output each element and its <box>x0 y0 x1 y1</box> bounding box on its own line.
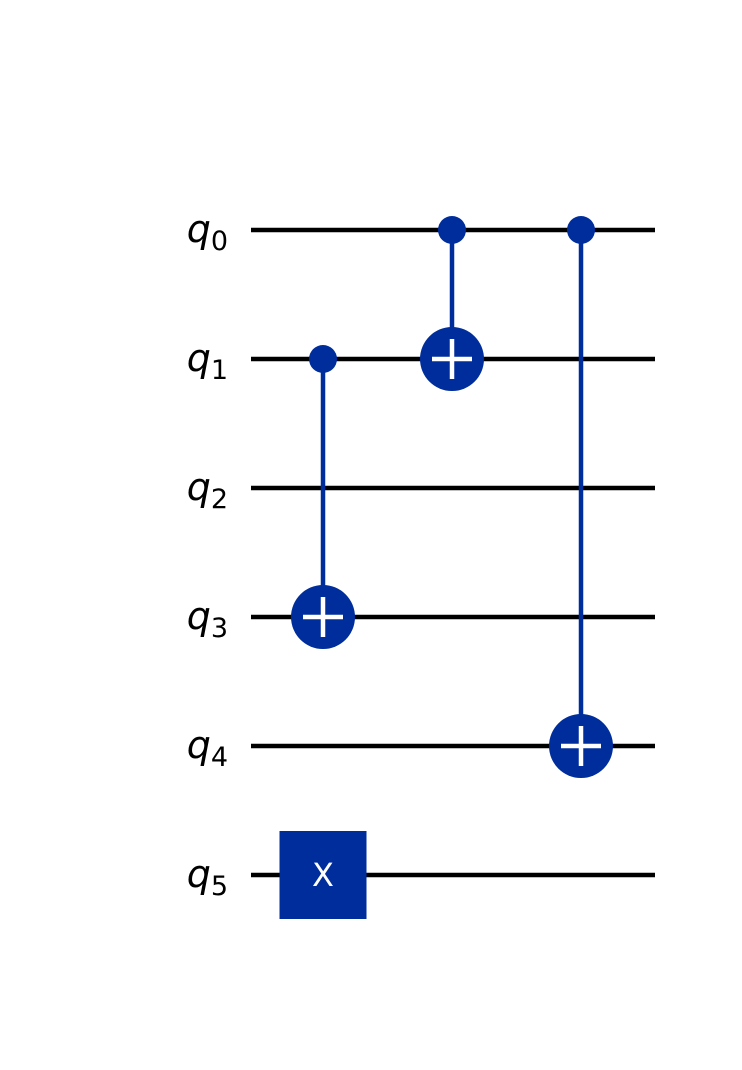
qubit-label-4: q4 <box>187 723 228 773</box>
qubit-label-5: q5 <box>187 852 228 902</box>
gates: X <box>279 216 613 919</box>
qubit-label-name: q <box>187 852 211 896</box>
qubit-label-name: q <box>187 336 211 380</box>
qubit-label-0: q0 <box>187 207 228 257</box>
cnot-gate <box>549 216 613 778</box>
qubit-label-index: 5 <box>211 871 228 902</box>
control-dot-icon <box>309 345 337 373</box>
qubit-label-3: q3 <box>187 594 228 644</box>
qubit-label-name: q <box>187 465 211 509</box>
qubit-label-index: 2 <box>211 484 228 515</box>
x-gate-label: X <box>312 856 334 894</box>
qubit-label-name: q <box>187 594 211 638</box>
qubit-label-index: 1 <box>211 355 228 386</box>
control-dot-icon <box>438 216 466 244</box>
qubit-label-index: 0 <box>211 226 228 257</box>
cnot-gate <box>420 216 484 391</box>
qubit-label-index: 3 <box>211 613 228 644</box>
x-gate: X <box>279 831 367 919</box>
qubit-label-2: q2 <box>187 465 228 515</box>
cnot-gate <box>291 345 355 649</box>
control-dot-icon <box>567 216 595 244</box>
qubit-label-1: q1 <box>187 336 228 386</box>
qubit-label-index: 4 <box>211 742 228 773</box>
qubit-label-name: q <box>187 723 211 767</box>
qubit-label-name: q <box>187 207 211 251</box>
x-gate-box <box>279 831 367 919</box>
